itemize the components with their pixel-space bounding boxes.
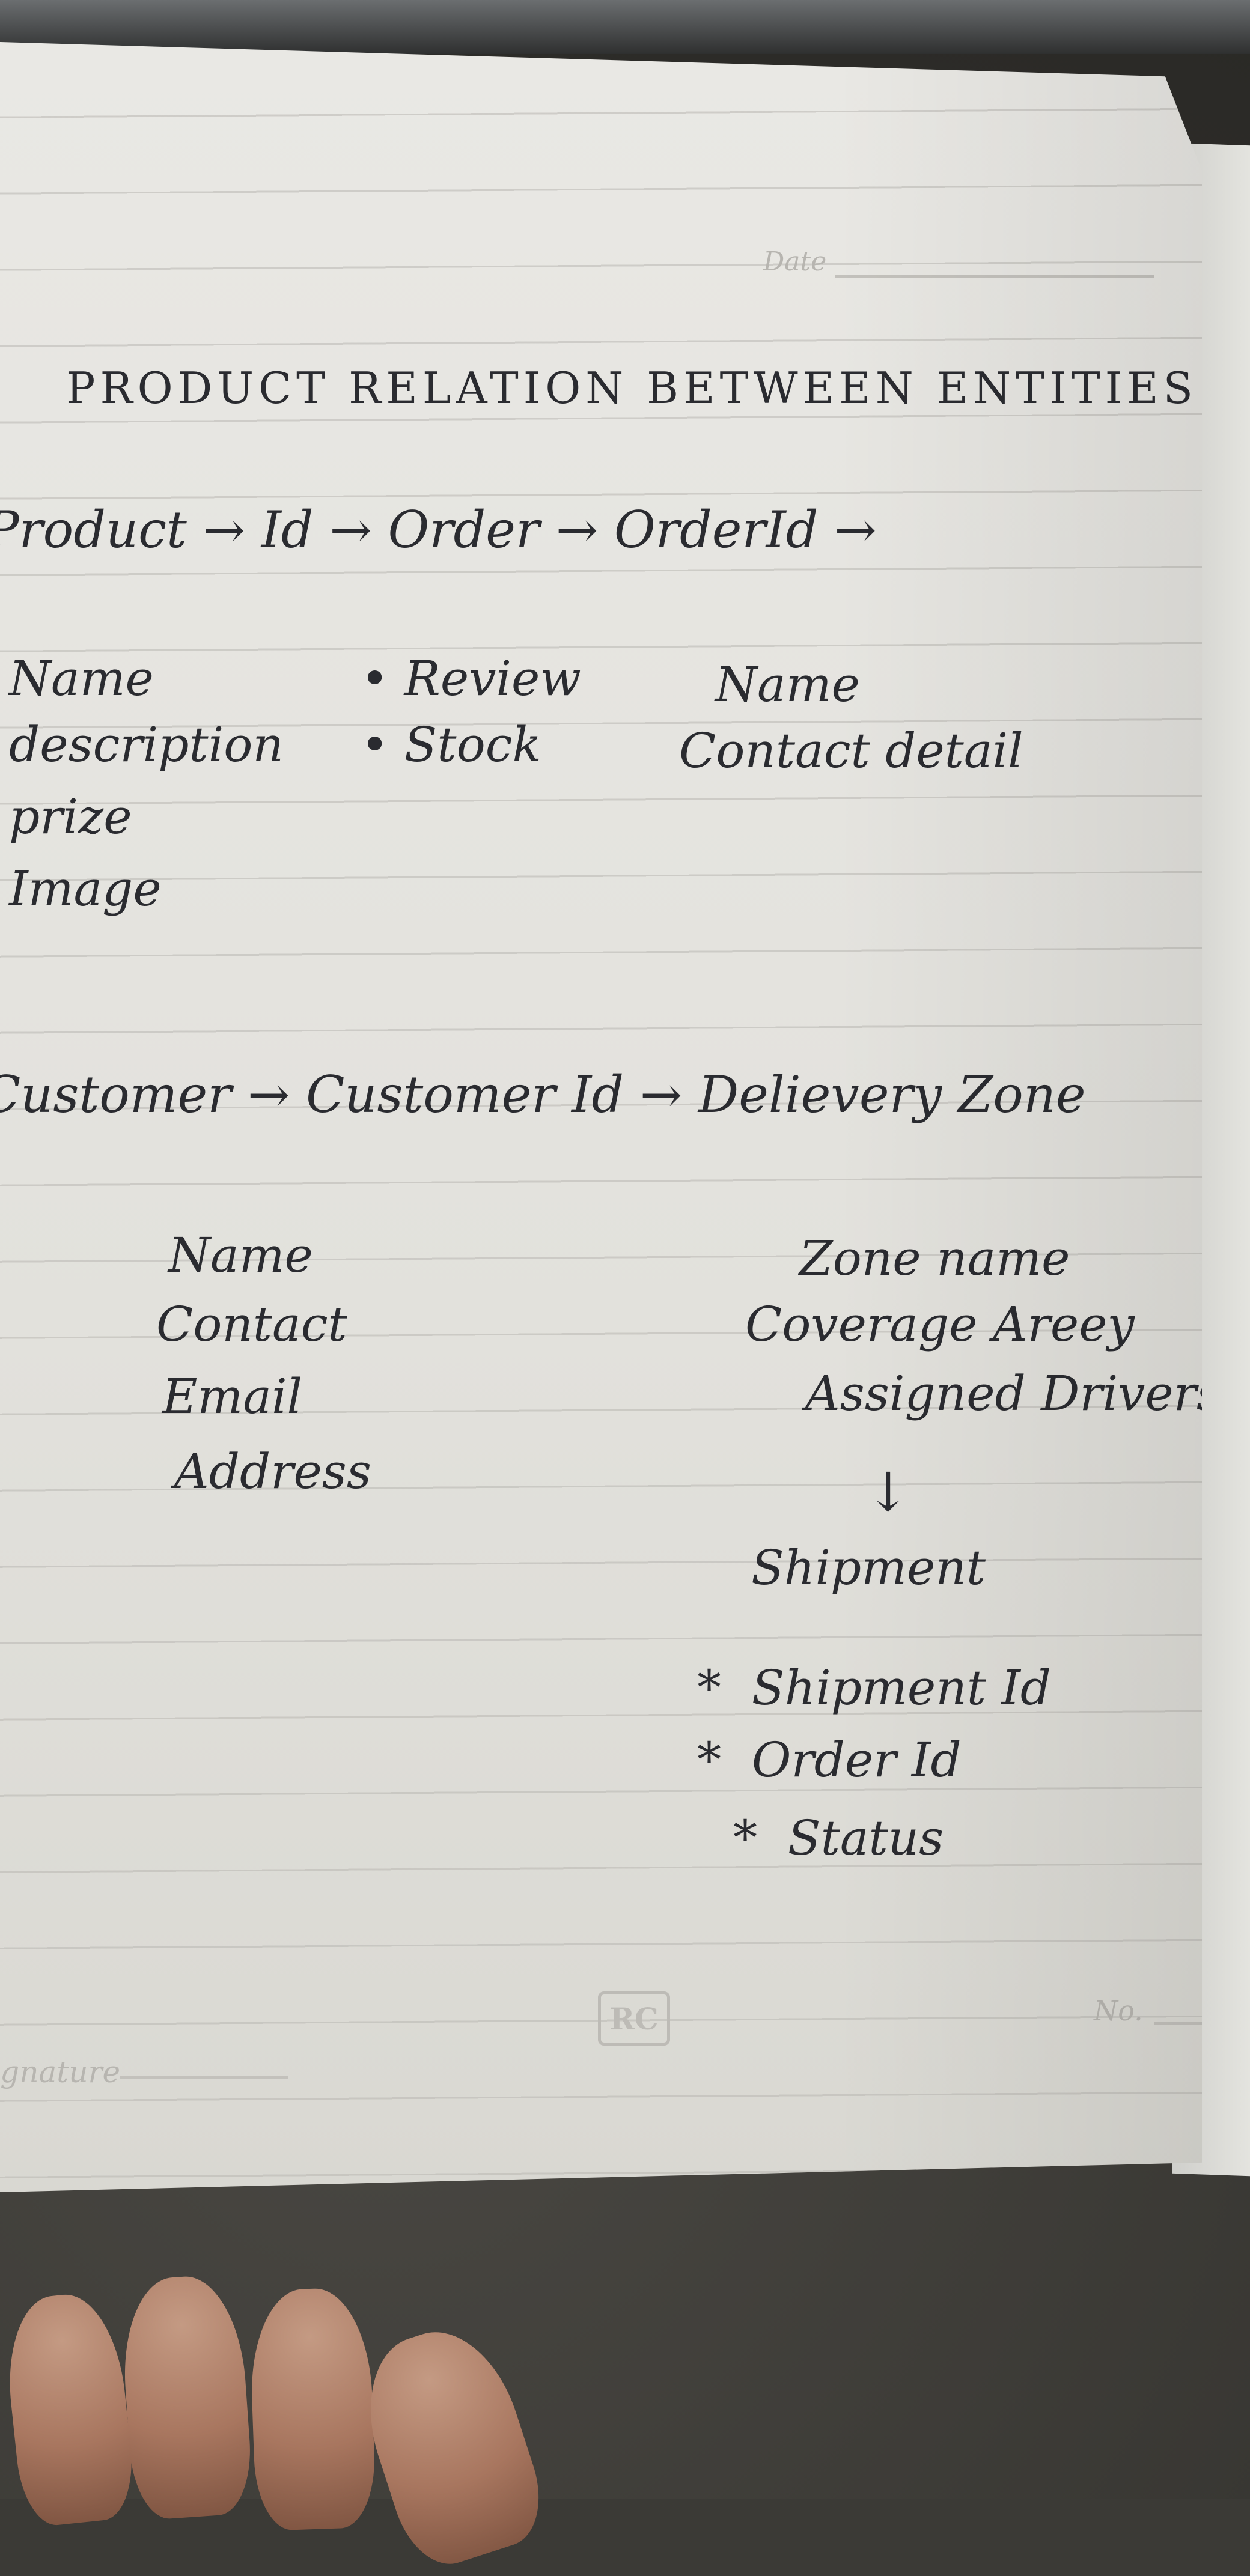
toe <box>248 2286 377 2532</box>
date-label: Date <box>763 246 827 277</box>
customer-field: Email <box>162 1368 303 1424</box>
product-field: prize <box>9 789 132 845</box>
product-entity: Product <box>0 500 187 559</box>
arrow-icon: → <box>329 500 388 559</box>
toe <box>0 2289 138 2529</box>
date-line <box>835 275 1154 278</box>
down-arrow-icon: ↓ <box>865 1461 911 1524</box>
star-icon: * <box>697 1660 752 1716</box>
bullet-icon: • <box>361 717 404 773</box>
arrow-icon: → <box>555 500 614 559</box>
product-step-id: Id <box>261 500 314 559</box>
background-top <box>0 0 1250 54</box>
zone-field: Assigned Drivers <box>805 1365 1221 1421</box>
arrow-icon: → <box>834 500 877 559</box>
product-step-order: Order <box>388 500 540 559</box>
product-step-orderid: OrderId <box>614 500 819 559</box>
product-field: Image <box>9 861 162 917</box>
shipment-field: * Status <box>733 1810 944 1866</box>
customer-field: Name <box>168 1227 313 1283</box>
order-field: • Review <box>361 651 581 706</box>
customer-field: Contact <box>156 1296 347 1352</box>
customer-step-zone: Delievery Zone <box>698 1065 1086 1124</box>
shipment-field: * Order Id <box>697 1732 962 1788</box>
orderid-field: Name <box>715 657 860 712</box>
customer-field: Address <box>174 1444 371 1499</box>
arrow-icon: → <box>203 500 261 559</box>
bullet-icon: • <box>361 651 404 706</box>
arrow-icon: → <box>248 1065 306 1124</box>
star-icon: * <box>733 1810 788 1866</box>
zone-field: Zone name <box>799 1230 1070 1286</box>
page-title: PRODUCT RELATION BETWEEN ENTITIES: <box>66 363 1218 413</box>
signature-label: Signature <box>0 2055 121 2089</box>
toe <box>347 2314 555 2576</box>
signature-line <box>120 2076 288 2079</box>
number-label: No. <box>1094 1994 1143 2027</box>
customer-entity: Customer <box>0 1065 232 1124</box>
customer-flow: Customer → Customer Id → Delievery Zone <box>0 1069 1086 1120</box>
shipment-title: Shipment <box>751 1540 986 1596</box>
shipment-field: * Shipment Id <box>697 1660 1052 1716</box>
product-field: description <box>9 717 284 773</box>
notebook-page: Date PRODUCT RELATION BETWEEN ENTITIES: … <box>0 42 1202 2193</box>
brand-logo: RC <box>598 1991 670 2046</box>
product-flow: Product → Id → Order → OrderId → <box>0 505 877 555</box>
arrow-icon: → <box>639 1065 698 1124</box>
foot-toes <box>0 2259 691 2576</box>
star-icon: * <box>697 1732 752 1788</box>
customer-step-id: Customer Id <box>306 1065 624 1124</box>
toe <box>118 2273 255 2521</box>
orderid-field: Contact detail <box>679 723 1023 779</box>
zone-field: Coverage Areey <box>745 1296 1135 1352</box>
product-field: Name <box>9 651 154 706</box>
order-field: • Stock <box>361 717 542 773</box>
